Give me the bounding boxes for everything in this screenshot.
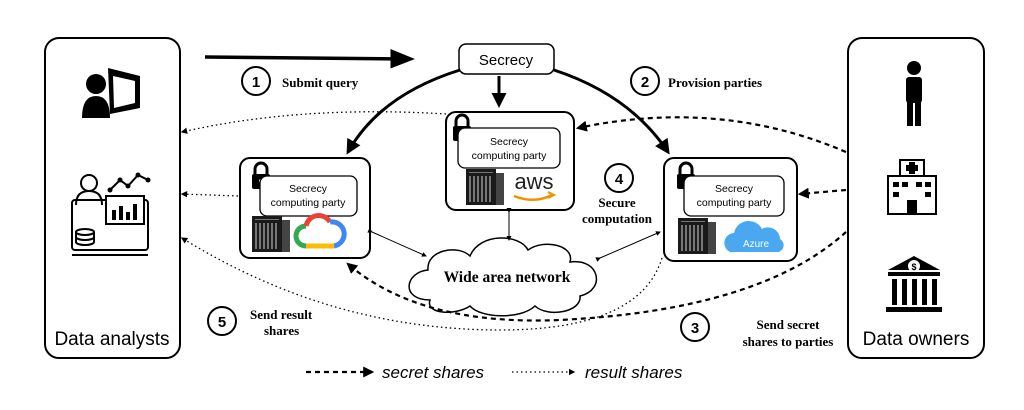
- step-label: Send secret: [757, 317, 821, 332]
- step-2: 2 Provision parties: [630, 66, 762, 96]
- party-label-line1: Secrecy: [715, 183, 754, 195]
- computing-party-right: Secrecy computing party Azure: [663, 157, 798, 262]
- step-label: Provision parties: [668, 75, 762, 90]
- step-4: 4 Secure computation: [582, 163, 653, 226]
- svg-text:$: $: [911, 262, 916, 272]
- azure-cloud-icon: Azure: [724, 220, 784, 252]
- server-rack-icon: [678, 218, 716, 254]
- svg-text:Azure: Azure: [743, 239, 770, 250]
- google-cloud-icon: [293, 213, 347, 249]
- step-label: shares: [264, 323, 299, 338]
- party-label-line1: Secrecy: [490, 136, 529, 148]
- wide-area-network-cloud: Wide area network: [408, 237, 598, 317]
- hospital-icon: [887, 159, 937, 215]
- person-icon: [906, 61, 922, 126]
- step-label: shares to parties: [743, 334, 834, 349]
- computing-party-left: Secrecy computing party: [239, 157, 371, 259]
- step-1: 1 Submit query: [241, 66, 359, 96]
- result-shares-arrows: [180, 111, 663, 331]
- party-label-line1: Secrecy: [289, 183, 328, 195]
- step-label: Submit query: [282, 75, 359, 90]
- step-3: 3 Send secret shares to parties: [680, 312, 834, 349]
- submit-query-arrow: [204, 49, 415, 69]
- analytics-dashboard-icon: [71, 172, 151, 256]
- party-label-line2: computing party: [271, 197, 346, 209]
- step-label: computation: [582, 211, 653, 226]
- step-label: Secure: [598, 195, 636, 210]
- secrecy-node: Secrecy: [458, 43, 555, 75]
- party-label-line2: computing party: [697, 197, 772, 209]
- svg-text:aws: aws: [514, 169, 553, 194]
- secrecy-label: Secrecy: [479, 52, 534, 69]
- legend: secret shares result shares: [306, 363, 683, 382]
- party-label-line2: computing party: [472, 150, 547, 162]
- step-number: 1: [252, 74, 260, 91]
- computing-party-center: Secrecy computing party aws: [445, 111, 575, 211]
- server-rack-icon: [466, 169, 504, 205]
- step-label: Send result: [250, 307, 313, 322]
- data-owners-label: Data owners: [863, 329, 970, 350]
- legend-result-shares: result shares: [585, 363, 683, 382]
- step-number: 3: [691, 320, 699, 337]
- data-analysts-label: Data analysts: [54, 329, 169, 350]
- server-rack-icon: [252, 216, 290, 252]
- legend-secret-shares: secret shares: [382, 363, 485, 382]
- step-number: 5: [218, 314, 226, 331]
- aws-logo: aws: [513, 169, 557, 201]
- step-number: 2: [641, 74, 649, 91]
- step-5: 5 Send result shares: [207, 306, 313, 338]
- wide-area-network-label: Wide area network: [444, 269, 571, 286]
- bank-icon: $: [886, 256, 942, 312]
- provision-arrows: [346, 68, 670, 155]
- network-links: [367, 208, 661, 262]
- secret-shares-arrows: [346, 116, 847, 322]
- step-number: 4: [615, 171, 624, 188]
- presenter-icon: [82, 68, 140, 118]
